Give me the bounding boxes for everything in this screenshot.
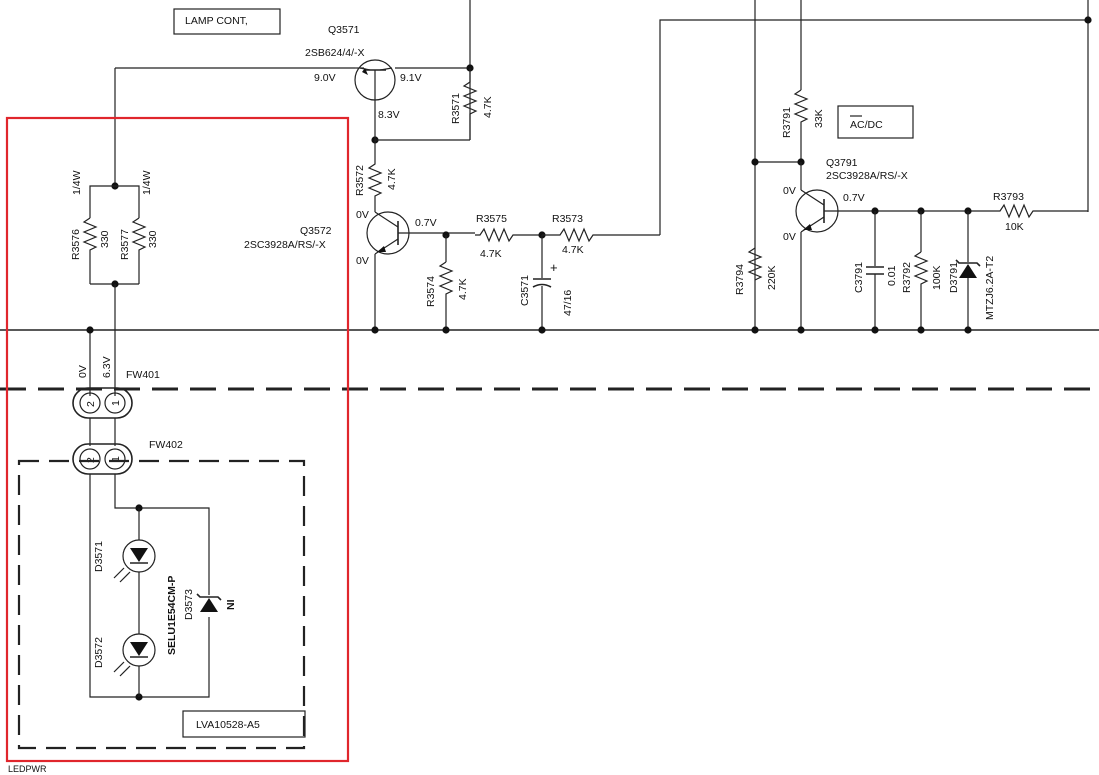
pin-0v-label: 0V [77, 365, 89, 378]
q3572-v-base: 0.7V [415, 217, 437, 229]
c3571-ref: C3571 [519, 275, 531, 306]
r3792-ref: R3792 [901, 262, 913, 293]
d3571-ref: D3571 [93, 541, 105, 572]
led-d3571 [113, 539, 156, 583]
fw402-pin1: 1 [110, 456, 122, 462]
c3791-ref: C3791 [853, 262, 865, 293]
resistor-r3792 [913, 251, 929, 330]
resistor-r3576 [82, 217, 98, 284]
r3576-watt: 1/4W [71, 170, 83, 195]
d3791-part: MTZJ6.2A-T2 [984, 256, 996, 320]
q3791-v-left: 0V [783, 185, 796, 197]
q3571-v-right: 9.1V [400, 72, 422, 84]
r3793-val: 10K [1005, 221, 1024, 233]
zener-d3573 [196, 593, 222, 612]
c3571-plus: + [550, 260, 558, 275]
ac-dc-box [837, 105, 914, 139]
connector-fw402 [72, 443, 133, 475]
lamp-cont-label: LAMP CONT, [185, 15, 248, 27]
transistor-q3571 [354, 59, 396, 101]
c3571-val: 47/16 [562, 290, 574, 316]
q3791-ref: Q3791 [826, 157, 858, 169]
r3792-val: 100K [931, 265, 943, 290]
lamp-cont-box [173, 8, 281, 35]
q3791-v-right: 0.7V [843, 192, 865, 204]
led-d3572 [113, 633, 156, 677]
q3571-v-bottom: 8.3V [378, 109, 400, 121]
r3794-ref: R3794 [734, 264, 746, 295]
resistor-r3574 [438, 261, 454, 330]
capacitor-c3571 [532, 278, 552, 288]
d3572-ref: D3572 [93, 637, 105, 668]
r3574-ref: R3574 [425, 276, 437, 307]
lva-label: LVA10528-A5 [196, 719, 260, 731]
q3571-part: 2SB624/4/-X [305, 47, 365, 59]
q3791-v-bottom: 0V [783, 231, 796, 243]
q3571-ref: Q3571 [328, 24, 360, 36]
r3571-val: 4.7K [482, 96, 494, 118]
q3791-part: 2SC3928A/RS/-X [826, 170, 908, 182]
connector-fw401 [72, 387, 133, 419]
r3573-val: 4.7K [562, 244, 584, 256]
ac-dc-label: AC/DC [850, 119, 883, 131]
c3791-val: 0.01 [886, 265, 898, 286]
transistor-q3572 [366, 211, 430, 255]
d3573-ni: NI [225, 599, 237, 610]
highlight-frame [5, 116, 350, 763]
resistor-r3793 [995, 203, 1088, 219]
r3571-ref: R3571 [450, 93, 462, 124]
r3576-val: 330 [99, 230, 111, 248]
fw401-label: FW401 [126, 369, 160, 381]
r3575-val: 4.7K [480, 248, 502, 260]
r3794-val: 220K [766, 265, 778, 290]
r3577-val: 330 [147, 230, 159, 248]
q3572-part: 2SC3928A/RS/-X [244, 239, 326, 251]
r3575-ref: R3575 [476, 213, 507, 225]
r3577-ref: R3577 [119, 229, 131, 260]
r3791-ref: R3791 [781, 107, 793, 138]
r3577-watt: 1/4W [141, 170, 153, 195]
resistor-r3577 [131, 217, 147, 284]
q3571-v-left: 9.0V [314, 72, 336, 84]
r3572-val: 4.7K [386, 168, 398, 190]
resistor-r3573 [542, 227, 660, 243]
resistor-r3791 [793, 89, 809, 162]
r3572-ref: R3572 [354, 165, 366, 196]
d3791-ref: D3791 [948, 262, 960, 293]
r3793-ref: R3793 [993, 191, 1024, 203]
r3573-ref: R3573 [552, 213, 583, 225]
fw401-pin1: 1 [110, 400, 122, 406]
d3573-part: SELU1E54CM-P [166, 576, 178, 655]
lva-box [182, 710, 306, 738]
r3574-val: 4.7K [457, 278, 469, 300]
zener-d3791 [955, 259, 981, 278]
capacitor-c3791 [866, 266, 884, 275]
q3572-v-bottom: 0V [356, 255, 369, 267]
fw401-pin2: 2 [85, 401, 97, 407]
r3791-val: 33K [813, 109, 825, 128]
pin-63v-label: 6.3V [101, 356, 113, 378]
q3572-ref: Q3572 [300, 225, 332, 237]
r3576-ref: R3576 [70, 229, 82, 260]
ledpwr-label: LEDPWR [8, 764, 47, 774]
transistor-q3791 [795, 189, 875, 233]
fw402-label: FW402 [149, 439, 183, 451]
resistor-r3794 [747, 247, 763, 281]
resistor-r3572 [367, 160, 383, 212]
resistor-r3571 [462, 68, 478, 140]
resistor-r3575 [475, 227, 542, 243]
led-board-outline [17, 459, 306, 750]
d3573-ref: D3573 [183, 589, 195, 620]
q3572-v-top: 0V [356, 209, 369, 221]
